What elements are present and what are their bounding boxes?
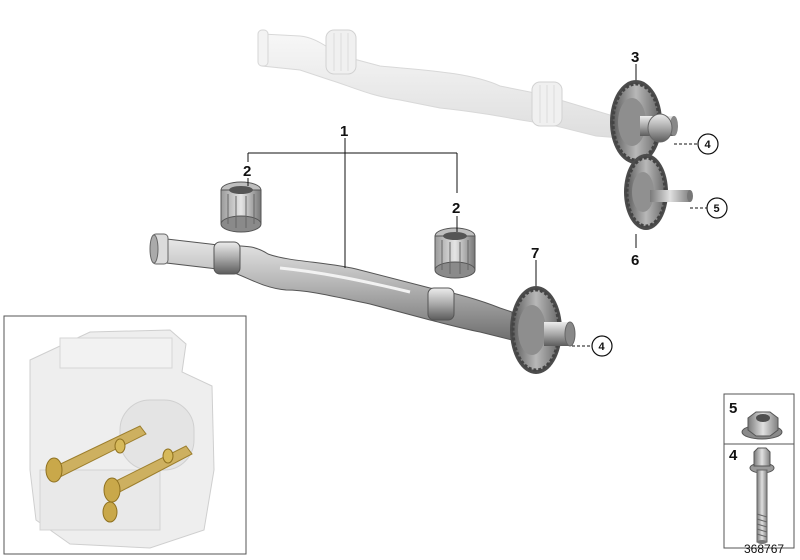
document-number: 368767 <box>744 542 784 556</box>
callout-2-left: 2 <box>243 163 251 180</box>
gear-6 <box>624 154 693 230</box>
needle-bearing-left <box>220 181 262 233</box>
legend-row-5: 5 <box>729 400 783 440</box>
svg-text:4: 4 <box>599 341 606 353</box>
callout-7: 7 <box>531 245 539 262</box>
hex-bolt-icon <box>749 447 775 544</box>
gear-7 <box>510 286 576 374</box>
svg-text:4: 4 <box>705 139 712 151</box>
gear-3 <box>610 80 678 164</box>
callout-1: 1 <box>340 123 348 140</box>
parts-legend: 5 4 <box>723 393 795 549</box>
legend-row-4: 4 <box>729 447 775 544</box>
callout-3: 3 <box>631 49 639 66</box>
balance-shaft-main <box>149 233 513 341</box>
legend-number-4: 4 <box>729 447 738 464</box>
leader-lines <box>247 64 707 347</box>
circled-callout-4-mid: 4 <box>591 335 613 357</box>
needle-bearing-right <box>434 227 476 279</box>
ghost-bearing-right <box>531 81 563 127</box>
svg-text:5: 5 <box>714 203 720 215</box>
engine-block-overview-icon <box>29 329 215 549</box>
callout-6: 6 <box>631 252 639 269</box>
callout-2-right: 2 <box>452 200 460 217</box>
legend-number-5: 5 <box>729 400 737 417</box>
engine-overview-inset <box>3 315 247 555</box>
flange-nut-icon <box>741 411 783 440</box>
circled-callout-4-top: 4 <box>697 133 719 155</box>
ghost-bearing-left <box>325 29 357 75</box>
ghost-balance-shaft <box>257 29 621 139</box>
circled-callout-5: 5 <box>706 197 728 219</box>
